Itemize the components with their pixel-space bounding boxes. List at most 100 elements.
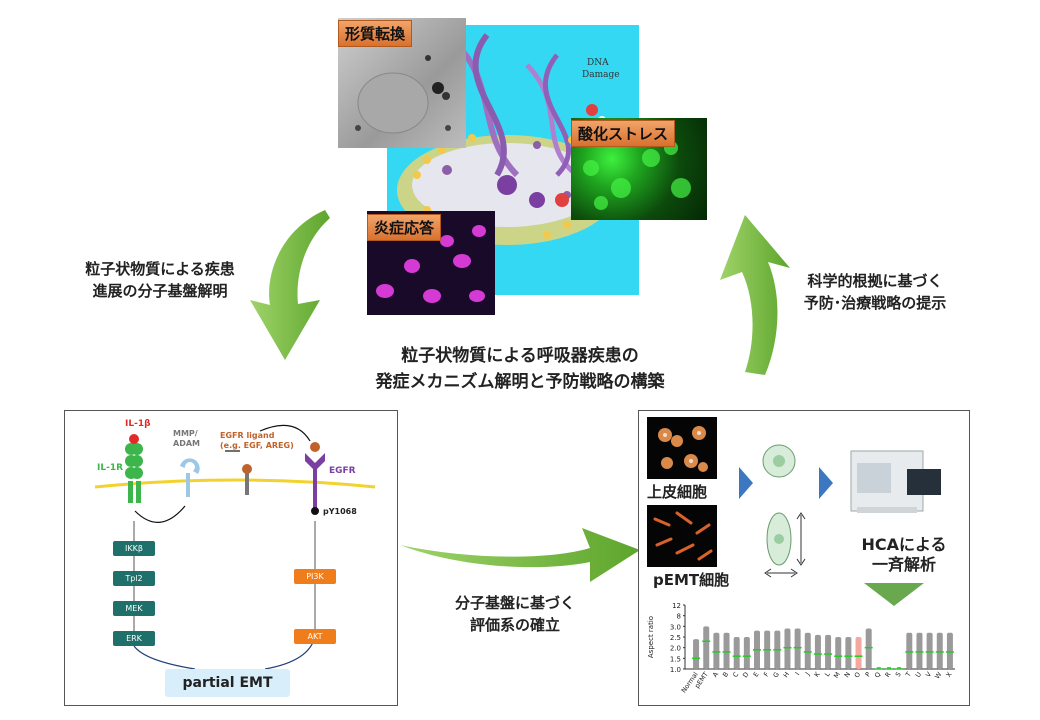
- egfr-receptor: [305, 453, 325, 509]
- egfr-ligand-line1: EGFR ligand: [220, 431, 275, 440]
- data-points-t: [906, 632, 913, 669]
- data-points-x: [946, 632, 953, 669]
- x-tick-label: M: [832, 671, 842, 680]
- dna-label: DNA: [587, 58, 609, 68]
- x-tick-label: U: [914, 670, 923, 679]
- data-points-v: [926, 632, 933, 669]
- data-points-m: [835, 637, 842, 669]
- transformation-tag: 形質転換: [338, 20, 413, 47]
- data-points-o: [855, 637, 862, 669]
- erk-node: ERK: [113, 631, 155, 646]
- partial-emt-box: partial EMT: [165, 669, 290, 697]
- data-points-pemt: [703, 626, 710, 669]
- ikkb-node: IKKβ: [113, 541, 155, 556]
- data-points-l: [825, 634, 832, 669]
- assay-flow-graphic: [739, 444, 941, 606]
- y-tick-label: 2.5: [670, 634, 681, 642]
- hca-label-line1: HCAによる: [861, 535, 947, 554]
- x-tick-label: H: [782, 670, 791, 679]
- assay-panel: 上皮細胞 pEMT細胞 HCAによる 一斉解析 1.0: [638, 410, 970, 706]
- egfr-ligand-label: EGFR ligand (e.g. EGF, AREG): [220, 431, 294, 451]
- data-points-h: [784, 628, 791, 669]
- data-points-r: [887, 667, 891, 669]
- pemt-cells-graphic: [653, 511, 713, 561]
- x-tick-label: A: [711, 670, 720, 679]
- left-caption-line1: 粒子状物質による疾患: [85, 260, 235, 278]
- tpl2-node: Tpl2: [113, 571, 155, 586]
- x-tick-label: J: [803, 670, 811, 677]
- oxidative-tag: 酸化ストレス: [571, 120, 676, 147]
- data-points-s: [897, 667, 902, 669]
- bottom-caption-line2: 評価系の確立: [469, 616, 560, 634]
- y-tick-label: 1.0: [670, 666, 681, 674]
- y-axis-label: Aspect ratio: [647, 616, 655, 658]
- mmp-enzyme: [180, 458, 200, 474]
- data-points-k: [814, 634, 821, 669]
- x-tick-label: D: [741, 671, 750, 680]
- y-tick-label: 3.0: [670, 623, 681, 631]
- x-tick-label: Q: [873, 671, 882, 680]
- x-tick-label: V: [924, 670, 933, 679]
- hca-label: HCAによる 一斉解析: [849, 535, 959, 575]
- py1068-label: pY1068: [323, 507, 357, 516]
- pemt-label: pEMT細胞: [653, 571, 730, 589]
- y-tick-label: 8: [677, 613, 681, 621]
- mmp-label-line1: MMP/: [173, 429, 198, 438]
- data-points-c: [733, 637, 740, 669]
- mmp-label: MMP/ ADAM: [173, 429, 200, 449]
- x-tick-label: F: [762, 670, 771, 678]
- x-tick-label: L: [823, 670, 832, 678]
- data-points-j: [804, 632, 811, 669]
- data-points-q: [876, 667, 881, 669]
- data-points-u: [916, 632, 923, 669]
- x-tick-label: P: [864, 670, 873, 678]
- bottom-caption-line1: 分子基盤に基づく: [454, 594, 575, 612]
- damage-label: Damage: [582, 70, 620, 80]
- x-tick-label: T: [904, 671, 913, 680]
- pemt-image: [647, 505, 717, 567]
- data-points-d: [743, 637, 750, 669]
- inflammation-cells-graphic: [376, 225, 486, 303]
- mek-node: MEK: [113, 601, 155, 616]
- data-points-n: [845, 637, 852, 669]
- x-tick-label: X: [944, 670, 953, 679]
- left-caption: 粒子状物質による疾患 進展の分子基盤解明: [60, 258, 260, 302]
- il1r-receptor: [125, 443, 143, 503]
- x-tick-label: G: [771, 671, 780, 680]
- data-points-p: [865, 628, 872, 669]
- x-tick-label: W: [933, 670, 944, 680]
- center-title: 粒子状物質による呼吸器疾患の 発症メカニズム解明と予防戦略の構築: [330, 343, 710, 395]
- right-caption: 科学的根拠に基づく 予防･治療戦略の提示: [775, 270, 975, 314]
- x-tick-label: S: [894, 671, 903, 679]
- egfr-ligand-line2: (e.g. EGF, AREG): [220, 441, 294, 450]
- x-tick-label: R: [883, 670, 892, 679]
- pathway-graphic: [94, 424, 376, 670]
- pathway-panel: IL-1β IL-1R MMP/ ADAM EGFR ligand (e.g. …: [64, 410, 398, 706]
- il1r-label: IL-1R: [97, 463, 124, 473]
- pi3k-node: PI3K: [294, 569, 336, 584]
- x-tick-label: B: [721, 671, 730, 679]
- egfr-ligand-molecule: [242, 464, 252, 474]
- left-down-arrow: [250, 210, 330, 360]
- y-tick-label: 12: [672, 602, 681, 610]
- data-points-b: [723, 632, 730, 669]
- center-title-line1: 粒子状物質による呼吸器疾患の: [401, 346, 639, 366]
- y-tick-label: 1.5: [670, 655, 681, 663]
- il1b-label: IL-1β: [125, 419, 151, 429]
- mmp-label-line2: ADAM: [173, 439, 200, 448]
- right-caption-line1: 科学的根拠に基づく: [807, 272, 943, 290]
- transformation-cell-graphic: [355, 55, 451, 134]
- x-tick-label: I: [794, 670, 802, 676]
- egfr-label: EGFR: [329, 466, 356, 476]
- inflammation-tag: 炎症応答: [367, 214, 442, 241]
- akt-node: AKT: [294, 629, 336, 644]
- data-points-w: [936, 632, 943, 669]
- epithelial-cells-graphic: [658, 426, 708, 472]
- x-tick-label: O: [853, 671, 862, 680]
- epithelial-label: 上皮細胞: [647, 483, 708, 501]
- center-title-line2: 発症メカニズム解明と予防戦略の構築: [375, 372, 665, 392]
- x-tick-label: K: [813, 670, 822, 679]
- epithelial-image: [647, 417, 717, 479]
